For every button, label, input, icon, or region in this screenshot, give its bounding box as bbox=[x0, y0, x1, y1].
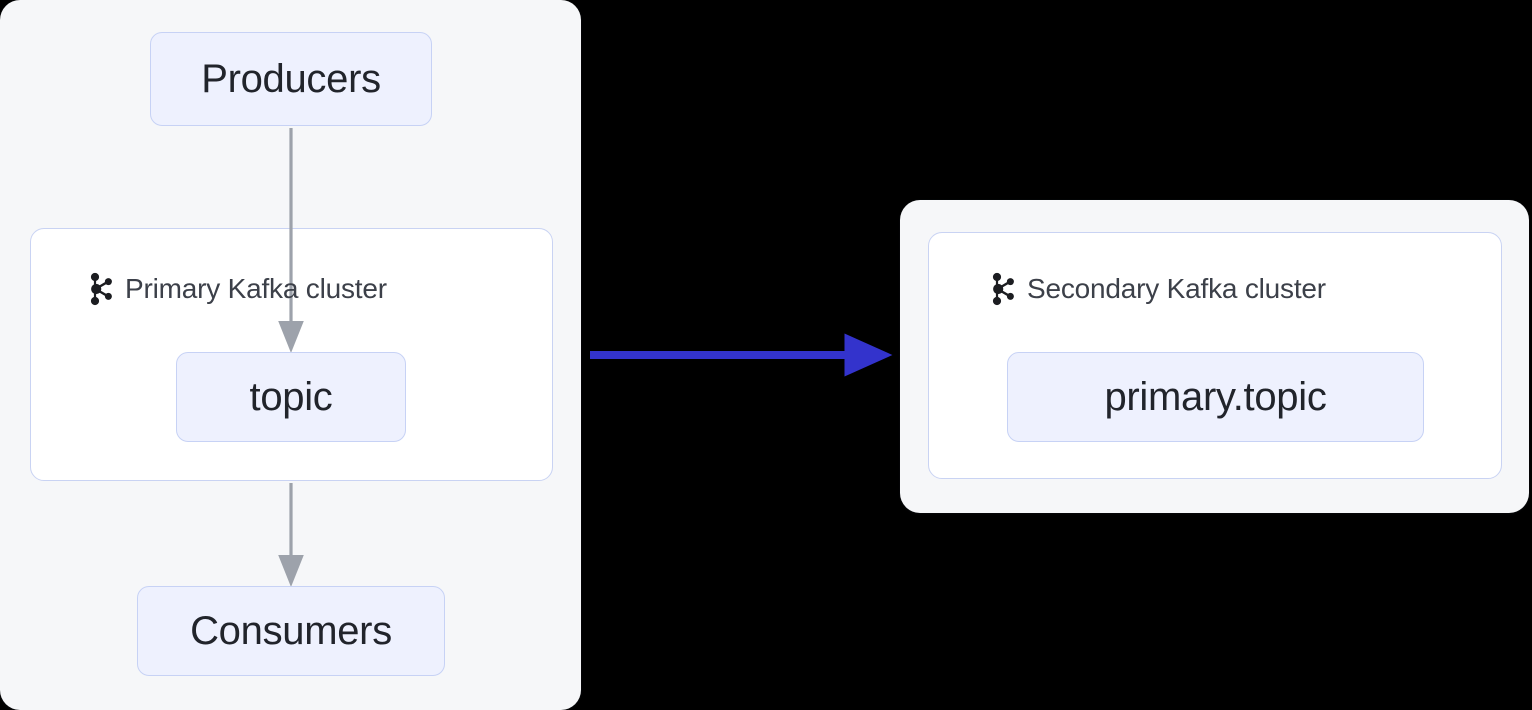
secondary-cluster-label: Secondary Kafka cluster bbox=[1027, 273, 1326, 304]
primary-cluster-label: Primary Kafka cluster bbox=[125, 273, 387, 304]
primary-cluster-header: Primary Kafka cluster bbox=[88, 272, 387, 306]
secondary-cluster-header: Secondary Kafka cluster bbox=[990, 272, 1326, 306]
kafka-logo-icon bbox=[990, 272, 1016, 306]
primary-topic-node-label: topic bbox=[249, 374, 333, 419]
producers-node-label: Producers bbox=[201, 56, 381, 101]
kafka-logo-icon bbox=[88, 272, 114, 306]
primary-topic-node[interactable]: topic bbox=[176, 352, 406, 442]
consumers-node[interactable]: Consumers bbox=[137, 586, 445, 676]
secondary-replicated-topic-node-label: primary.topic bbox=[1104, 374, 1327, 419]
consumers-node-label: Consumers bbox=[190, 608, 392, 653]
secondary-replicated-topic-node[interactable]: primary.topic bbox=[1007, 352, 1424, 442]
producers-node[interactable]: Producers bbox=[150, 32, 432, 126]
